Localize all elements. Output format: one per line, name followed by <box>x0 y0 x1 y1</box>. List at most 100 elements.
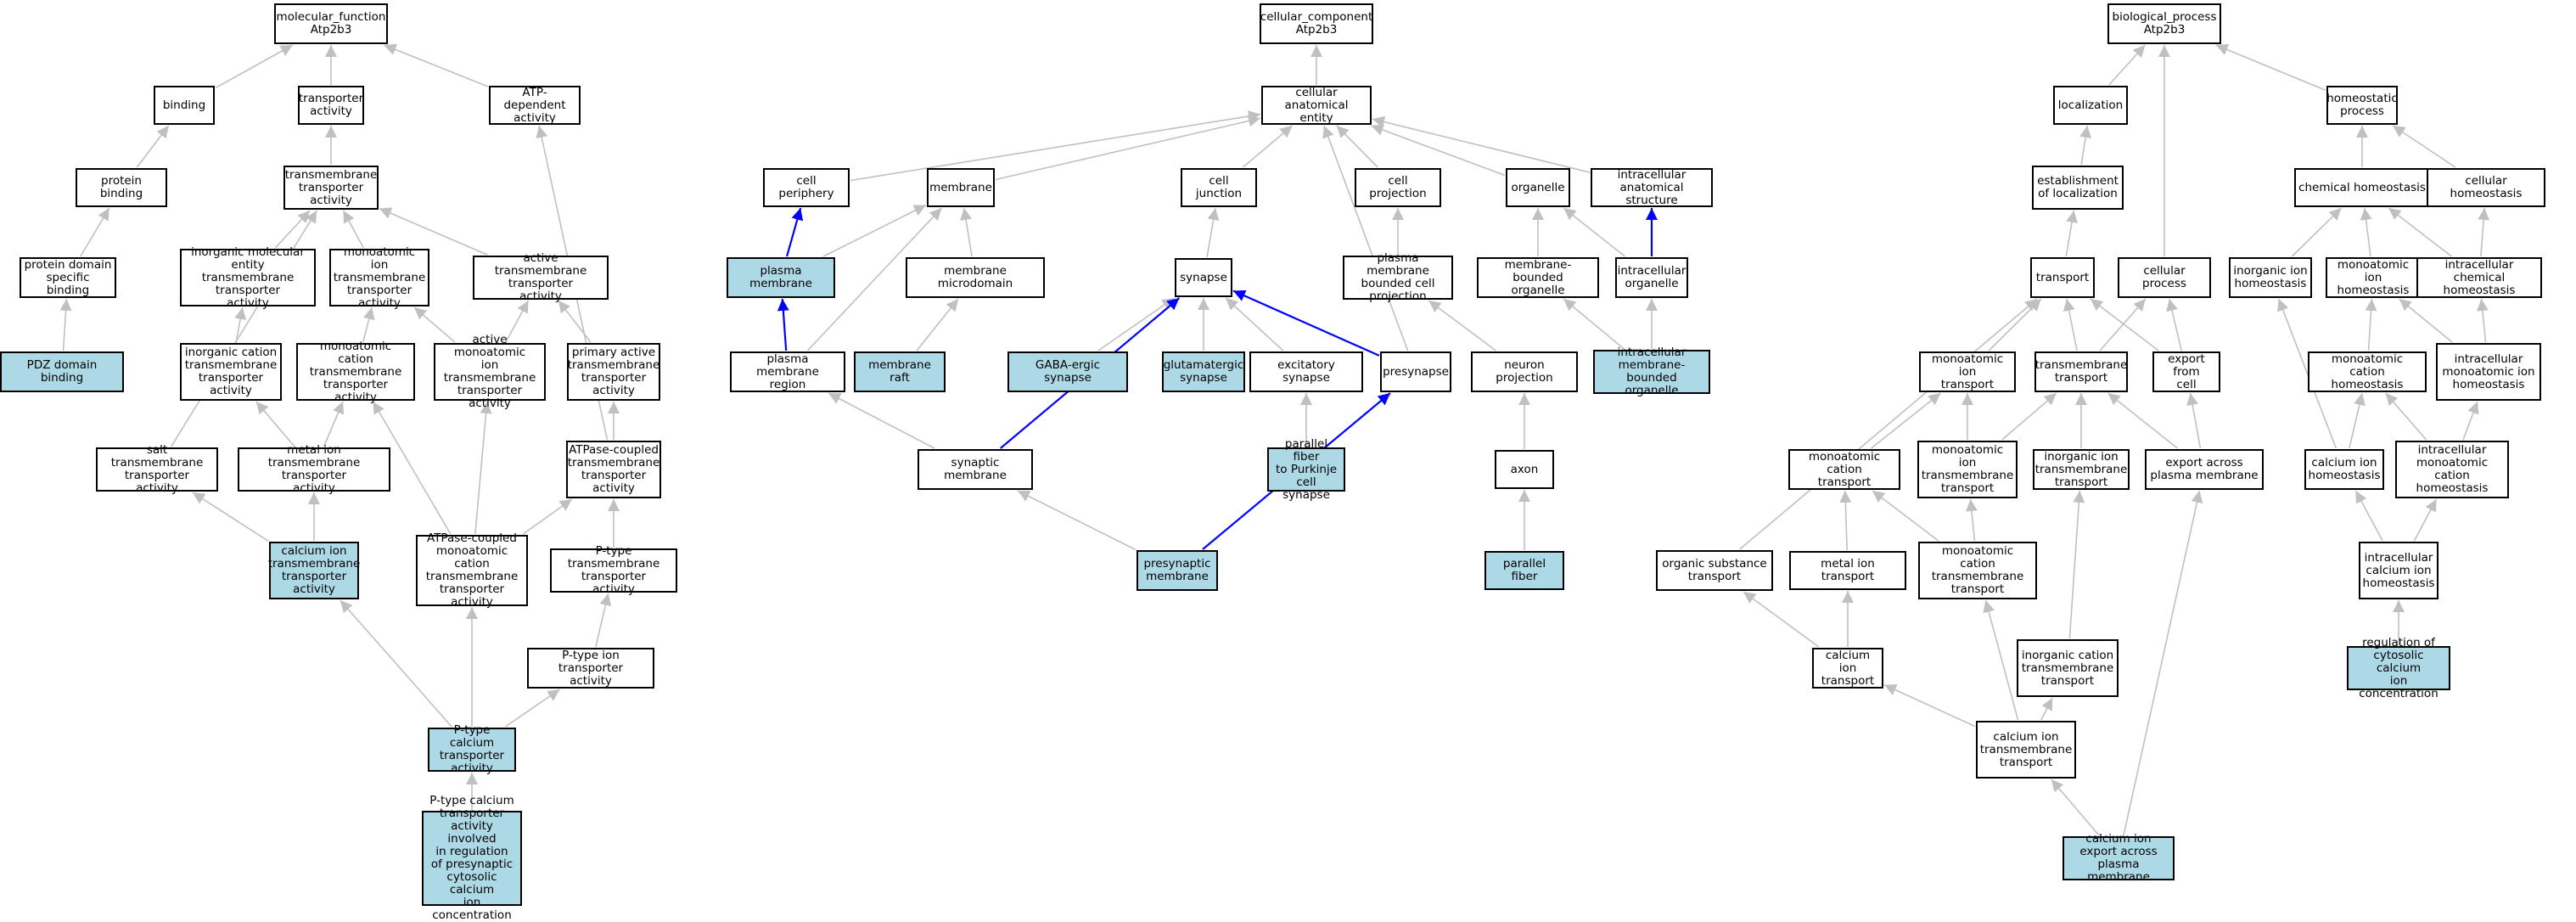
term-node-mono-ion-tm-transport: monoatomic ion transmembrane transport <box>1917 441 2018 498</box>
edge-inorg-cation-tm-transport-to-inorg-ion-tm-transport <box>2068 490 2085 639</box>
edge-presyn-membrane-to-synaptic-membrane <box>1017 490 1136 551</box>
edge-intracell-mb-org-to-mb-organelle <box>1563 298 1625 350</box>
term-node-pm-region: plasma membrane region <box>730 351 845 392</box>
edge-neuron-proj-to-pm-bounded-proj <box>1428 300 1496 351</box>
term-node-ptype-tm: P-type transmembrane transporter activit… <box>550 545 677 596</box>
edge-pm-region-to-plasma-membrane <box>777 298 789 351</box>
edge-gaba-synapse-to-synapse <box>1097 297 1175 351</box>
edge-protein-binding-to-binding <box>136 125 170 168</box>
edge-primary-active-to-active-tm <box>558 300 592 343</box>
term-node-mono-cation-tm: monoatomic cation transmembrane transpor… <box>296 340 415 403</box>
term-node-metal-ion-tm: metal ion transmembrane transporter acti… <box>238 444 390 495</box>
term-node-inorg-ion-homeo: inorganic ion homeostasis <box>2229 257 2312 298</box>
term-node-ca-ion-tm-act: calcium ion transmembrane transporter ac… <box>268 542 360 599</box>
term-node-cae: cellular anatomical entity <box>1261 86 1372 125</box>
term-node-reg-cyto-ca: regulation of cytosolic calcium ion conc… <box>2347 636 2450 700</box>
term-node-intracell-mb-org: intracellular membrane-bounded organelle <box>1593 346 1710 397</box>
edge-active-mono-to-active-tm <box>505 300 530 343</box>
term-node-presynapse: presynapse <box>1380 351 1451 392</box>
edge-mono-ion-tm-to-tm-transporter <box>342 210 364 249</box>
term-node-mono-cation-homeo: monoatomic cation homeostasis <box>2308 351 2427 392</box>
term-node-org-subst-transport: organic substance transport <box>1656 550 1773 591</box>
edge-binding-to-mf-root <box>215 44 294 89</box>
term-node-mb-organelle: membrane-bounded organelle <box>1477 257 1599 298</box>
edge-inorg-mol-to-tm-transporter <box>274 210 311 249</box>
edge-ca-ion-homeo-to-inorg-ion-homeo <box>2277 298 2337 449</box>
edge-mono-cation-transport-to-mono-ion-transport <box>1871 392 1941 449</box>
edge-tm-transport-to-transport <box>2062 298 2078 351</box>
edge-pm-region-to-membrane <box>806 207 943 351</box>
edge-ptype-ca-to-ptype-ion <box>504 689 560 728</box>
term-node-atp-dep: ATP-dependent activity <box>489 86 581 125</box>
term-node-intracell-chem-homeo: intracellular chemical homeostasis <box>2416 257 2542 298</box>
edge-inorg-cation-to-inorg-mol <box>234 306 247 343</box>
term-node-cell-projection: cell projection <box>1355 168 1441 207</box>
term-node-chem-homeo: chemical homeostasis <box>2294 168 2430 207</box>
edge-synapse-to-cell-junction <box>1206 207 1220 258</box>
edge-plasma-membrane-to-cell-periphery <box>786 207 804 257</box>
edge-active-mono-to-mono-ion-tm <box>413 306 456 343</box>
term-node-intracell-organelle: intracellular organelle <box>1615 257 1688 298</box>
term-node-membrane-raft: membrane raft <box>854 351 946 392</box>
edge-mono-cation-tm-transport-to-mono-cation-transport <box>1872 490 1939 542</box>
edge-metal-ion-tm-to-mono-cation-tm <box>323 401 345 447</box>
edge-intracell-mono-cation-homeo-to-mono-cation-homeo <box>2385 392 2427 441</box>
edge-presynapse-to-cae <box>1322 125 1409 351</box>
edge-ca-ion-tm-transport-to-ca-ion-transport <box>1883 683 1976 728</box>
term-node-pm-bounded-proj: plasma membrane bounded cell projection <box>1343 252 1453 303</box>
term-node-localization: localization <box>2053 86 2128 125</box>
term-node-tm-transporter: transmembrane transporter activity <box>283 166 379 210</box>
term-node-cellular-process: cellular process <box>2118 257 2211 298</box>
edge-ca-export-pm-to-export-across-pm <box>2123 490 2203 836</box>
edge-intracell-mono-ion-homeo-to-mono-ion-homeo <box>2399 298 2453 343</box>
edge-export-across-pm-to-export-from-cell <box>2186 392 2202 449</box>
edge-ptype-ion-to-ptype-tm <box>595 593 612 648</box>
term-node-parallel-purkinje: parallel fiber to Purkinje cell synapse <box>1267 437 1345 501</box>
term-node-protein-binding: protein binding <box>76 168 167 207</box>
edge-intracell-ca-homeo-to-ca-ion-homeo <box>2354 490 2383 542</box>
edge-synaptic-membrane-to-pm-region <box>828 392 935 449</box>
edge-excit-synapse-to-synapse <box>1225 297 1284 351</box>
term-node-intracell-mono-ion-homeo: intracellular monoatomic ion homeostasis <box>2436 343 2541 401</box>
edge-intracell-organelle-to-organelle <box>1563 207 1625 257</box>
term-node-mono-ion-transport: monoatomic ion transport <box>1919 351 2016 392</box>
term-node-intracell-ca-homeo: intracellular calcium ion homeostasis <box>2359 542 2439 599</box>
term-node-mono-ion-tm: monoatomic ion transmembrane transporter… <box>329 245 429 309</box>
term-node-ptype-ca-presyn: P-type calcium transporter activity invo… <box>422 795 522 922</box>
term-node-active-tm: active transmembrane transporter activit… <box>473 252 609 303</box>
term-node-intracell-anat: intracellular anatomical structure <box>1591 168 1713 207</box>
term-node-transporter-act: transporter activity <box>298 86 364 125</box>
term-node-cc-root: cellular_component Atp2b3 <box>1260 3 1373 44</box>
edge-cell-homeo-to-homeostatic <box>2392 125 2456 168</box>
term-node-binding: binding <box>154 86 215 125</box>
edge-cell-projection-to-cae <box>1336 125 1378 168</box>
edge-metal-ion-transport-to-mono-cation-transport <box>1839 490 1852 551</box>
term-node-organelle: organelle <box>1506 168 1570 207</box>
edge-cell-periphery-to-cae <box>850 110 1261 182</box>
term-node-gaba-synapse: GABA-ergic synapse <box>1007 351 1128 392</box>
term-node-ca-ion-tm-transport: calcium ion transmembrane transport <box>1976 721 2076 779</box>
edge-intracell-chem-homeo-to-chem-homeo <box>2388 207 2452 257</box>
term-node-ca-export-pm: calcium ion export across plasma membran… <box>2062 833 2175 884</box>
edge-membrane-raft-to-membrane-micro <box>916 298 959 351</box>
edge-mono-cation-tm-transport-to-mono-ion-tm-transport <box>1965 498 1978 542</box>
term-node-synapse: synapse <box>1175 258 1232 297</box>
term-node-primary-active: primary active transmembrane transporter… <box>567 343 660 401</box>
term-node-transport: transport <box>2030 257 2095 298</box>
term-node-ca-ion-transport: calcium ion transport <box>1812 648 1883 689</box>
edge-ca-ion-tm-transport-to-mono-cation-tm-transport <box>1983 599 2019 721</box>
edge-establishment-to-localization <box>2079 125 2092 166</box>
edge-intracell-anat-to-cae <box>1372 115 1591 173</box>
edge-intracell-ca-homeo-to-intracell-mono-cation-homeo <box>2413 498 2438 542</box>
edge-ca-ion-transport-to-org-subst-transport <box>1743 591 1820 648</box>
term-node-ptype-ion: P-type ion transporter activity <box>527 648 654 689</box>
edge-homeostatic-to-bp-root <box>2215 43 2326 92</box>
edge-atpase-mono-to-atpase-coupled <box>522 498 573 535</box>
edge-ca-ion-tm-act-to-salt-tm <box>192 492 269 542</box>
term-node-membrane-micro: membrane microdomain <box>906 257 1045 298</box>
edge-ca-ion-homeo-to-mono-cation-homeo <box>2349 392 2366 449</box>
edge-mono-ion-transport-to-transport <box>1988 298 2042 351</box>
edge-pdz-to-prot-domain <box>59 298 72 351</box>
